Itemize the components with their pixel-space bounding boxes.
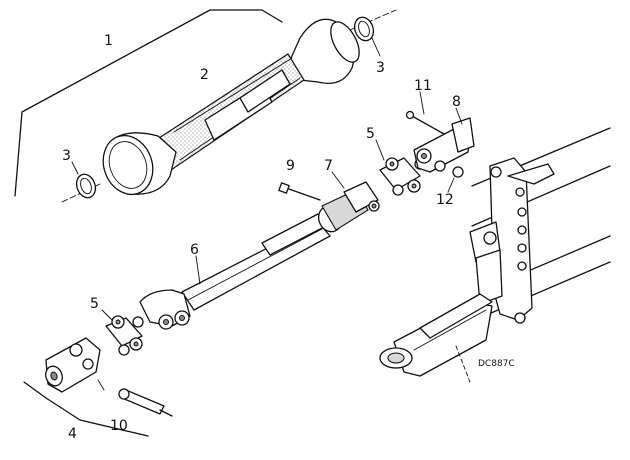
bolt-part-9 [278,182,321,201]
callout-3-lower: 3 [62,148,71,164]
callout-9: 9 [286,158,295,174]
drawing-code: DC887C [478,359,515,369]
callout-2: 2 [200,67,209,83]
u-joint-part-5-lower [101,309,144,356]
callout-11: 11 [414,78,432,94]
pin-part-10 [118,388,173,417]
yoke-part-8 [413,107,475,173]
hitch-frame [379,127,611,383]
shaft-shield-part-2 [61,9,397,203]
bolt-part-11 [405,91,445,135]
nut-part-12 [447,166,464,193]
retaining-ring-part-3-lower [71,161,97,199]
retaining-ring-part-3-upper [353,16,381,57]
callout-5-lower: 5 [90,296,99,312]
callout-10: 10 [110,418,128,434]
callout-12: 12 [436,192,454,208]
callout-7: 7 [324,158,333,174]
callout-8: 8 [452,94,461,110]
callout-5-upper: 5 [366,126,375,142]
assembly-bracket-4 [23,337,149,437]
callout-6: 6 [190,242,199,258]
callout-4: 4 [68,426,77,442]
coupling-part-7 [317,171,380,233]
assembly-bracket-1 [14,9,283,197]
u-joint-part-5-upper [375,139,426,196]
telescoping-shaft-part-6 [139,213,331,330]
callout-1: 1 [104,33,113,49]
callout-labels: 1 2 3 3 4 5 5 6 7 8 9 10 11 12 DC887C [62,33,515,442]
callout-3-upper: 3 [376,60,385,76]
